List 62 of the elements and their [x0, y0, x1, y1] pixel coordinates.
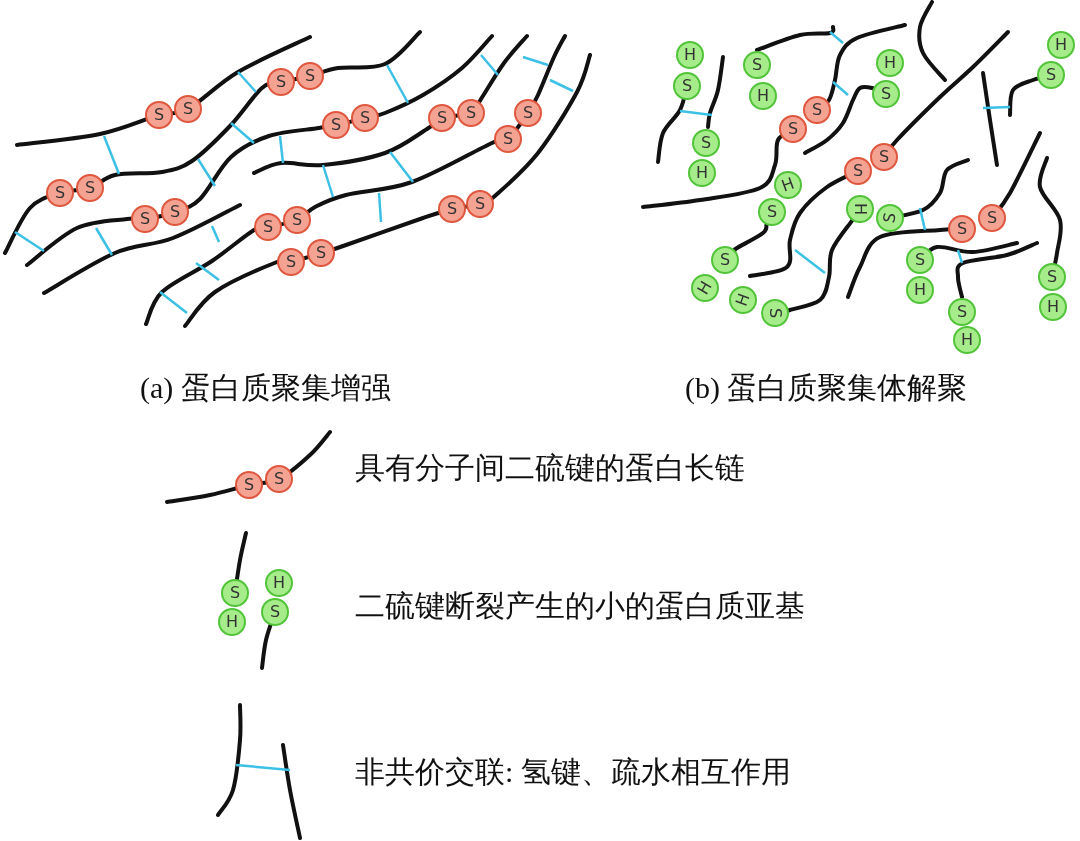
disulfide-atom-circle: S — [174, 95, 202, 123]
thiol-group-circle: H — [846, 195, 874, 223]
disulfide-atom-circle: S — [76, 174, 104, 202]
thiol-group-circle: S — [692, 129, 720, 157]
disulfide-atom-circle: S — [844, 157, 872, 185]
disulfide-atom-circle: S — [296, 62, 324, 90]
thiol-group-circle: H — [691, 274, 719, 302]
disulfide-atom-circle: S — [948, 215, 976, 243]
thiol-group-circle: S — [906, 246, 934, 274]
disulfide-atom-circle: S — [322, 111, 350, 139]
thiol-group-circle: H — [729, 286, 757, 314]
thiol-group-circle: H — [218, 608, 246, 636]
panel-caption: (b) 蛋白质聚集体解聚 — [685, 370, 968, 406]
thiol-group-circle: H — [265, 569, 293, 597]
disulfide-atom-circle: S — [307, 239, 335, 267]
disulfide-atom-circle: S — [46, 179, 74, 207]
thiol-group-circle: S — [673, 72, 701, 100]
panel-caption: (a) 蛋白质聚集增强 — [140, 370, 391, 406]
disulfide-atom-circle: S — [466, 190, 494, 218]
thiol-group-circle: S — [221, 579, 249, 607]
thiol-group-circle: S — [872, 80, 900, 108]
disulfide-atom-circle: S — [457, 99, 485, 127]
disulfide-atom-circle: S — [514, 99, 542, 127]
disulfide-atom-circle: S — [494, 125, 522, 153]
disulfide-atom-circle: S — [870, 143, 898, 171]
thiol-group-circle: S — [758, 198, 786, 226]
disulfide-atom-circle: S — [265, 465, 293, 493]
disulfide-atom-circle: S — [428, 104, 456, 132]
thiol-group-circle: H — [953, 326, 981, 354]
thiol-group-circle: H — [906, 276, 934, 304]
disulfide-atom-circle: S — [145, 101, 173, 129]
thiol-group-circle: S — [761, 299, 789, 327]
thiol-group-circle: H — [1047, 31, 1075, 59]
disulfide-atom-circle: S — [267, 68, 295, 96]
thiol-group-circle: H — [876, 49, 904, 77]
thiol-group-circle: S — [1038, 263, 1066, 291]
disulfide-atom-circle: S — [277, 248, 305, 276]
thiol-group-circle: H — [688, 159, 716, 187]
protein-chain — [732, 222, 769, 253]
disulfide-atom-circle: S — [235, 471, 263, 499]
thiol-group-circle: S — [948, 298, 976, 326]
disulfide-atom-circle: S — [161, 198, 189, 226]
thiol-group-circle: H — [1039, 293, 1067, 321]
disulfide-atom-circle: S — [254, 213, 282, 241]
legend-text: 二硫键断裂产生的小的蛋白质亚基 — [355, 588, 805, 624]
disulfide-atom-circle: S — [131, 205, 159, 233]
legend-text: 具有分子间二硫键的蛋白长链 — [355, 450, 745, 486]
thiol-group-circle: S — [876, 204, 904, 232]
disulfide-atom-circle: S — [803, 96, 831, 124]
thiol-group-circle: H — [774, 171, 802, 199]
disulfide-atom-circle: S — [779, 115, 807, 143]
disulfide-atom-circle: S — [978, 204, 1006, 232]
thiol-group-circle: S — [1037, 61, 1065, 89]
thiol-group-circle: S — [261, 598, 289, 626]
thiol-group-circle: S — [743, 51, 771, 79]
disulfide-atom-circle: S — [438, 195, 466, 223]
disulfide-atom-circle: S — [283, 206, 311, 234]
legend-text: 非共价交联: 氢键、疏水相互作用 — [355, 754, 791, 790]
thiol-group-circle: S — [711, 246, 739, 274]
disulfide-atom-circle: S — [351, 104, 379, 132]
thiol-group-circle: H — [749, 82, 777, 110]
thiol-group-circle: H — [676, 41, 704, 69]
